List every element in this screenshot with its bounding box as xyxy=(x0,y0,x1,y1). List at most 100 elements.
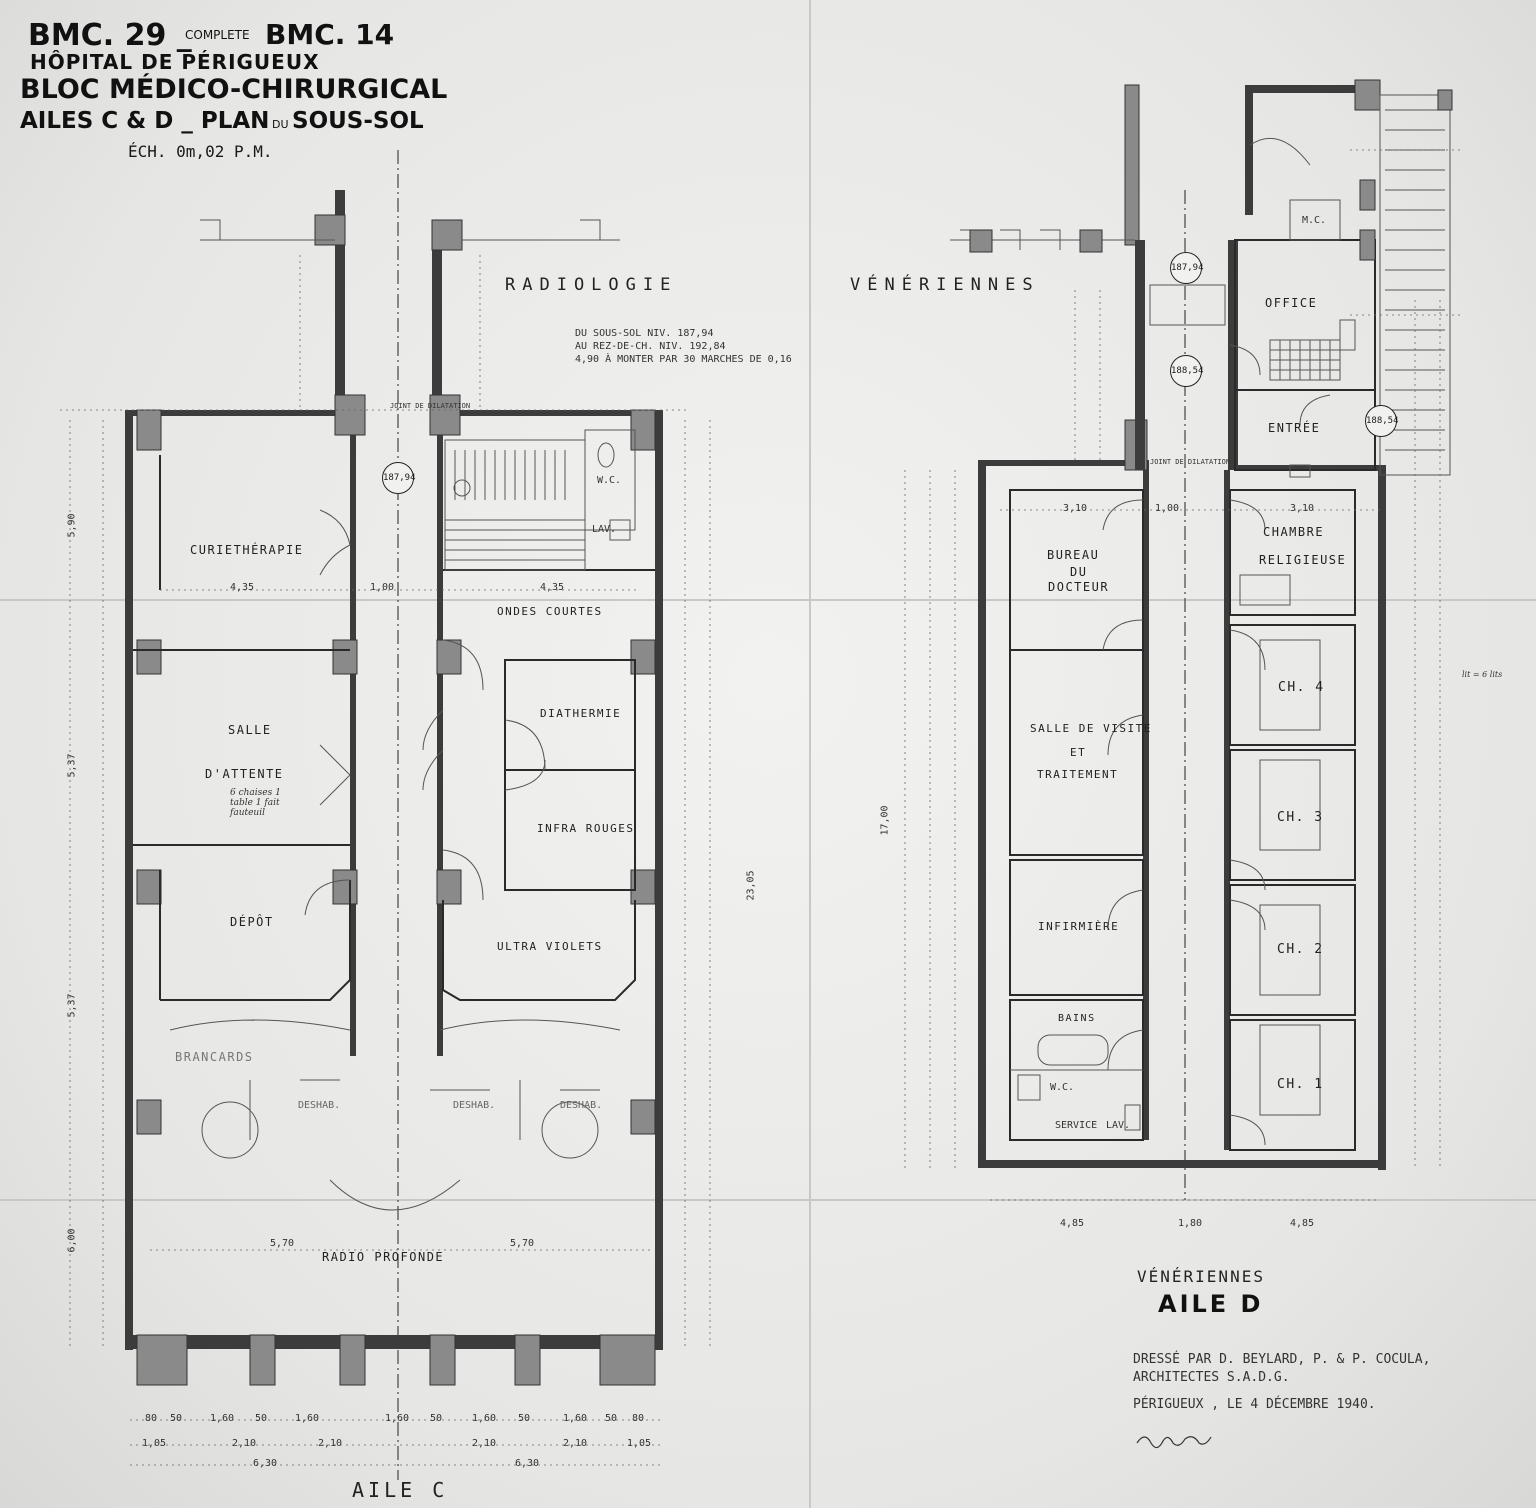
title-hospital: HÔPITAL DE PÉRIGUEUX xyxy=(30,50,320,74)
dim-b2-3: 2,10 xyxy=(472,1438,497,1449)
room-ch2: CH. 2 xyxy=(1277,942,1324,957)
dim-b2-5: 1,05 xyxy=(627,1438,652,1449)
title-complete: COMPLETE xyxy=(185,28,250,42)
title-related-number: BMC. 14 xyxy=(265,18,395,51)
dim-b1-7: 1,60 xyxy=(472,1413,497,1424)
dim-b3-0: 6,30 xyxy=(253,1458,278,1469)
caption-architects: ARCHITECTES S.A.D.G. xyxy=(1133,1370,1290,1385)
caption-place-date: PÉRIGUEUX , LE 4 DÉCEMBRE 1940. xyxy=(1133,1397,1376,1412)
room-office: OFFICE xyxy=(1265,296,1318,310)
level-marker-d2: 188,54 xyxy=(1170,355,1204,387)
room-du: DU xyxy=(1070,565,1088,579)
room-religieuse: RELIGIEUSE xyxy=(1259,553,1347,567)
dim-b1-0: 80 xyxy=(145,1413,158,1424)
dim-b1-5: 1,60 xyxy=(385,1413,410,1424)
dim-b2-2: 2,10 xyxy=(318,1438,343,1449)
level-marker-c: 187,94 xyxy=(382,462,416,494)
level-marker-d3: 188,54 xyxy=(1365,405,1399,437)
room-entree: ENTRÉE xyxy=(1268,421,1321,435)
room-infra-rouges: INFRA ROUGES xyxy=(537,822,635,835)
title-scale: ÉCH. 0m,02 P.M. xyxy=(128,142,273,161)
stair-note-line2: AU REZ-DE-CH. NIV. 192,84 xyxy=(575,341,726,352)
room-bains: BAINS xyxy=(1058,1013,1096,1024)
dim-c-width-left: 4,35 xyxy=(230,582,255,593)
dim-c-radio-left: 5,70 xyxy=(270,1238,295,1249)
dim-c-corridor: 1,00 xyxy=(370,582,395,593)
title-block-name: BLOC MÉDICO-CHIRURGICAL xyxy=(20,74,448,105)
room-mc: M.C. xyxy=(1302,215,1327,226)
room-infirmiere: INFIRMIÈRE xyxy=(1038,920,1120,933)
room-docteur: DOCTEUR xyxy=(1048,580,1110,594)
dim-b1-3: 50 xyxy=(255,1413,268,1424)
dim-d-room-right: 3,10 xyxy=(1290,503,1315,514)
caption-wing-letter: AILE D xyxy=(1158,1290,1264,1318)
section-title-venereennes: VÉNÉRIENNES xyxy=(850,275,1040,295)
dim-b1-9: 1,60 xyxy=(563,1413,588,1424)
room-salle-visite: SALLE DE VISITE xyxy=(1030,722,1152,735)
room-traitement: TRAITEMENT xyxy=(1037,768,1119,781)
dim-b1-1: 50 xyxy=(170,1413,183,1424)
title-level: SOUS-SOL xyxy=(292,108,424,134)
dim-d-room-left: 3,10 xyxy=(1063,503,1088,514)
title-wings: AILES C & D _ PLAN xyxy=(20,108,270,134)
room-lav-d: LAV. xyxy=(1106,1120,1131,1131)
dim-b2-1: 2,10 xyxy=(232,1438,257,1449)
dim-d-corridor-top: 1,00 xyxy=(1155,503,1180,514)
dim-b2-0: 1,05 xyxy=(142,1438,167,1449)
dim-b1-2: 1,60 xyxy=(210,1413,235,1424)
dim-b1-10: 50 xyxy=(605,1413,618,1424)
joint-label-d: JOINT DE DILATATION xyxy=(1150,458,1231,466)
dim-d-total: 17,00 xyxy=(879,805,891,836)
room-wc-d: W.C. xyxy=(1050,1082,1075,1093)
signature xyxy=(1136,1436,1212,1449)
dim-c-height-1: 5,90 xyxy=(66,513,78,538)
caption-wing-name: VÉNÉRIENNES xyxy=(1137,1267,1265,1286)
dim-c-width-right: 4,35 xyxy=(540,582,565,593)
room-curietherapie: CURIETHÉRAPIE xyxy=(190,543,304,557)
room-diathermie: DIATHERMIE xyxy=(540,707,622,720)
joint-label-c: JOINT DE DILATATION xyxy=(390,402,471,410)
title-sheet-number: BMC. 29 _ xyxy=(28,18,192,53)
stair-note-line1: DU SOUS-SOL NIV. 187,94 xyxy=(575,328,714,339)
room-salle: SALLE xyxy=(228,723,272,737)
dim-b2-4: 2,10 xyxy=(563,1438,588,1449)
room-deshab-3: DESHAB. xyxy=(560,1100,603,1111)
dim-c-radio-right: 5,70 xyxy=(510,1238,535,1249)
room-lav-c: LAV. xyxy=(592,524,617,535)
room-attente: D'ATTENTE xyxy=(205,767,284,781)
dim-c-height-3: 5,37 xyxy=(66,993,78,1018)
dim-c-total: 23,05 xyxy=(745,870,757,901)
room-et: ET xyxy=(1070,746,1087,759)
room-bureau: BUREAU xyxy=(1047,548,1100,562)
level-marker-d1: 187,94 xyxy=(1170,252,1204,284)
dim-d-corridor: 1,80 xyxy=(1178,1218,1203,1229)
title-du: DU xyxy=(272,118,289,131)
dim-b1-8: 50 xyxy=(518,1413,531,1424)
room-ultra-violets: ULTRA VIOLETS xyxy=(497,940,603,953)
dim-b3-1: 6,30 xyxy=(515,1458,540,1469)
dim-b1-4: 1,60 xyxy=(295,1413,320,1424)
stair-note-line3: 4,90 À MONTER PAR 30 MARCHES DE 0,16 xyxy=(575,354,792,365)
room-ch4: CH. 4 xyxy=(1278,680,1325,695)
room-deshab-1: DESHAB. xyxy=(298,1100,341,1111)
room-radio-profonde: RADIO PROFONDE xyxy=(322,1250,445,1264)
room-service: SERVICE xyxy=(1055,1120,1098,1131)
room-depot: DÉPÔT xyxy=(230,915,274,929)
room-ch1: CH. 1 xyxy=(1277,1077,1324,1092)
room-chambre: CHAMBRE xyxy=(1263,525,1325,539)
room-wc-c: W.C. xyxy=(597,475,622,486)
caption-drawn-by: DRESSÉ PAR D. BEYLARD, P. & P. COCULA, xyxy=(1133,1352,1431,1367)
dim-b1-11: 80 xyxy=(632,1413,645,1424)
room-deshab-2: DESHAB. xyxy=(453,1100,496,1111)
room-ondes-courtes: ONDES COURTES xyxy=(497,605,603,618)
section-title-radiologie: RADIOLOGIE xyxy=(505,275,678,295)
attente-note: 6 chaises 1 table 1 fait fauteuil xyxy=(230,788,281,818)
dim-b1-6: 50 xyxy=(430,1413,443,1424)
dim-c-height-2: 5,37 xyxy=(66,753,78,778)
dim-c-height-4: 6,00 xyxy=(66,1228,78,1253)
room-brancards: BRANCARDS xyxy=(175,1050,254,1064)
side-note: lit = 6 lits xyxy=(1462,670,1503,679)
wing-label-c: AILE C xyxy=(352,1478,449,1502)
